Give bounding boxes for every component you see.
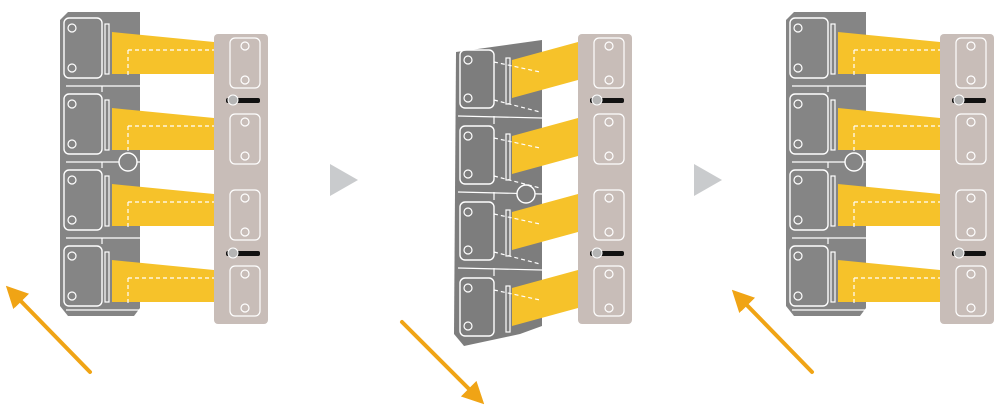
row-2	[459, 118, 578, 189]
yellow-band	[112, 260, 214, 302]
pivot-circle	[516, 184, 536, 204]
arrow-up-left-icon	[731, 289, 814, 374]
yellow-band	[512, 270, 578, 326]
pivot-circle	[844, 152, 864, 172]
panel-right	[786, 12, 994, 324]
light-plate-mounts	[593, 37, 625, 317]
yellow-band	[112, 32, 214, 74]
chevron-right-icon	[330, 164, 358, 196]
slider	[590, 94, 624, 106]
linkage-lines	[457, 115, 543, 276]
row-1	[459, 42, 578, 113]
slider	[226, 94, 260, 106]
row-3	[789, 169, 940, 231]
row-4	[459, 270, 578, 337]
yellow-band	[838, 32, 940, 74]
slider	[952, 247, 986, 259]
yellow-band	[512, 194, 578, 250]
yellow-band	[838, 184, 940, 226]
row-4	[63, 245, 214, 307]
light-plate-mounts	[229, 37, 261, 317]
row-2	[789, 93, 940, 155]
arrow-up-left-icon	[5, 285, 92, 374]
yellow-band	[838, 260, 940, 302]
dark-plate	[786, 12, 866, 316]
row-3	[63, 169, 214, 231]
row-1	[63, 17, 214, 79]
panel-left	[60, 12, 268, 324]
yellow-band	[112, 108, 214, 150]
light-plate-mounts	[955, 37, 987, 317]
dark-plate	[60, 12, 140, 316]
arrow-down-right-icon	[400, 320, 485, 405]
yellow-band	[838, 108, 940, 150]
row-3	[459, 194, 578, 265]
yellow-band	[512, 42, 578, 98]
row-1	[789, 17, 940, 79]
yellow-band	[512, 118, 578, 174]
chevron-right-icon	[694, 164, 722, 196]
yellow-band	[112, 184, 214, 226]
slider	[590, 247, 624, 259]
row-2	[63, 93, 214, 155]
slider	[226, 247, 260, 259]
slider	[952, 94, 986, 106]
pivot-circle	[118, 152, 138, 172]
row-4	[789, 245, 940, 307]
panel-middle	[454, 34, 632, 346]
